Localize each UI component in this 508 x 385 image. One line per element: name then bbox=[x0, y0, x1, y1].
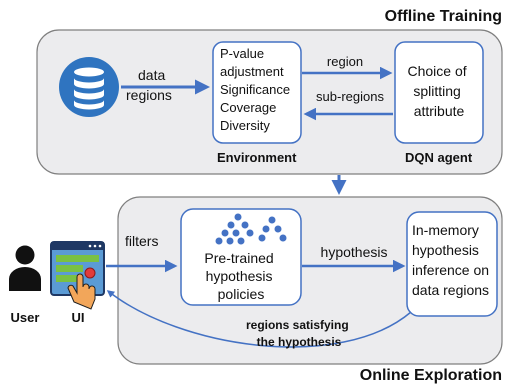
feedback-label: regions satisfying the hypothesis bbox=[246, 318, 352, 349]
policies-text: Pre-trained hypothesis policies bbox=[204, 250, 277, 302]
offline-training-title: Offline Training bbox=[385, 8, 502, 25]
policies-box bbox=[180, 208, 302, 306]
online-exploration-title: Online Exploration bbox=[360, 367, 502, 384]
inference-box bbox=[406, 211, 498, 317]
user-label: User bbox=[11, 310, 40, 325]
filters-edge-label: filters bbox=[125, 233, 158, 249]
inference-text: In-memory hypothesis inference on data r… bbox=[412, 222, 493, 298]
ui-screen-icon bbox=[50, 241, 105, 310]
dqn-agent-box bbox=[394, 41, 484, 144]
region-edge-label: region bbox=[327, 54, 363, 69]
user-icon bbox=[9, 245, 41, 291]
tree-nodes-icon bbox=[215, 213, 287, 245]
database-icon bbox=[59, 57, 119, 117]
environment-box bbox=[212, 41, 302, 144]
ui-label: UI bbox=[72, 310, 85, 325]
dqn-agent-label: DQN agent bbox=[405, 150, 473, 165]
hypothesis-edge-label: hypothesis bbox=[321, 244, 388, 260]
data-regions-label: data regions bbox=[126, 67, 172, 103]
feedback-arrow bbox=[106, 290, 412, 348]
environment-label: Environment bbox=[217, 150, 297, 165]
dqn-agent-text: Choice of splitting attribute bbox=[407, 63, 470, 119]
environment-metrics: P-value adjustment Significance Coverage… bbox=[220, 46, 294, 133]
subregions-edge-label: sub-regions bbox=[316, 89, 384, 104]
